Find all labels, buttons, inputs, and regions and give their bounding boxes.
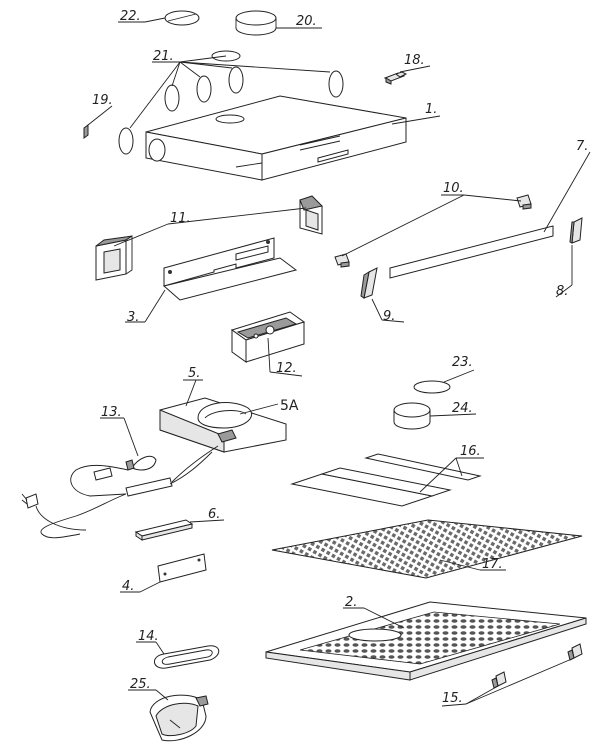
label-6: 6. [208,507,220,522]
label-10: 10. [443,181,464,196]
part-9-bracket [360,267,405,323]
part-12-control-box [230,311,306,377]
label-20: 20. [296,14,317,29]
part-16-strips [290,453,484,507]
label-23: 23. [452,355,473,370]
label-16: 16. [460,444,481,459]
label-8: 8. [556,284,568,299]
label-24: 24. [452,401,473,416]
part-25-lamp-cover [128,689,209,742]
part-13-lamp-and-wiring [21,417,219,539]
label-2: 2. [345,595,357,610]
label-3: 3. [127,310,139,325]
part-15-latches [441,643,583,707]
label-5: 5. [188,366,200,381]
part-3-mounting-plate [125,237,298,323]
part-4-cover-plate [120,553,207,593]
part-23-disk [413,369,475,394]
label-21: 21. [153,49,174,64]
part-5-fan-housing [159,379,287,453]
label-18: 18. [404,53,425,68]
part-10-clips [334,194,532,268]
part-19-pin [83,105,113,139]
part-20-collar [235,10,322,36]
label-9: 9. [383,309,395,324]
part-18-clip [383,65,431,85]
part-8-bracket [555,217,583,298]
part-11-duct-adapters [95,195,323,281]
part-2-bottom-tray [265,601,587,681]
label-14: 14. [138,629,159,644]
part-17-grease-filter [271,519,583,579]
label-4: 4. [122,579,134,594]
label-19: 19. [92,93,113,108]
label-13: 13. [101,405,122,420]
part-1-hood-body [145,95,441,181]
part-6-light-bracket [134,519,225,541]
part-21-caps [118,50,344,155]
label-12: 12. [276,361,297,376]
label-22: 22. [120,9,141,24]
label-11: 11. [170,211,191,226]
label-1: 1. [425,102,437,117]
label-25: 25. [130,677,151,692]
part-14-gasket [136,641,220,669]
part-24-ring [393,402,477,430]
label-5a: 5A [280,398,299,414]
label-17: 17. [482,557,503,572]
label-7: 7. [576,139,588,154]
label-15: 15. [442,691,463,706]
part-22-cap [118,10,200,26]
part-7-front-panel [389,151,591,279]
